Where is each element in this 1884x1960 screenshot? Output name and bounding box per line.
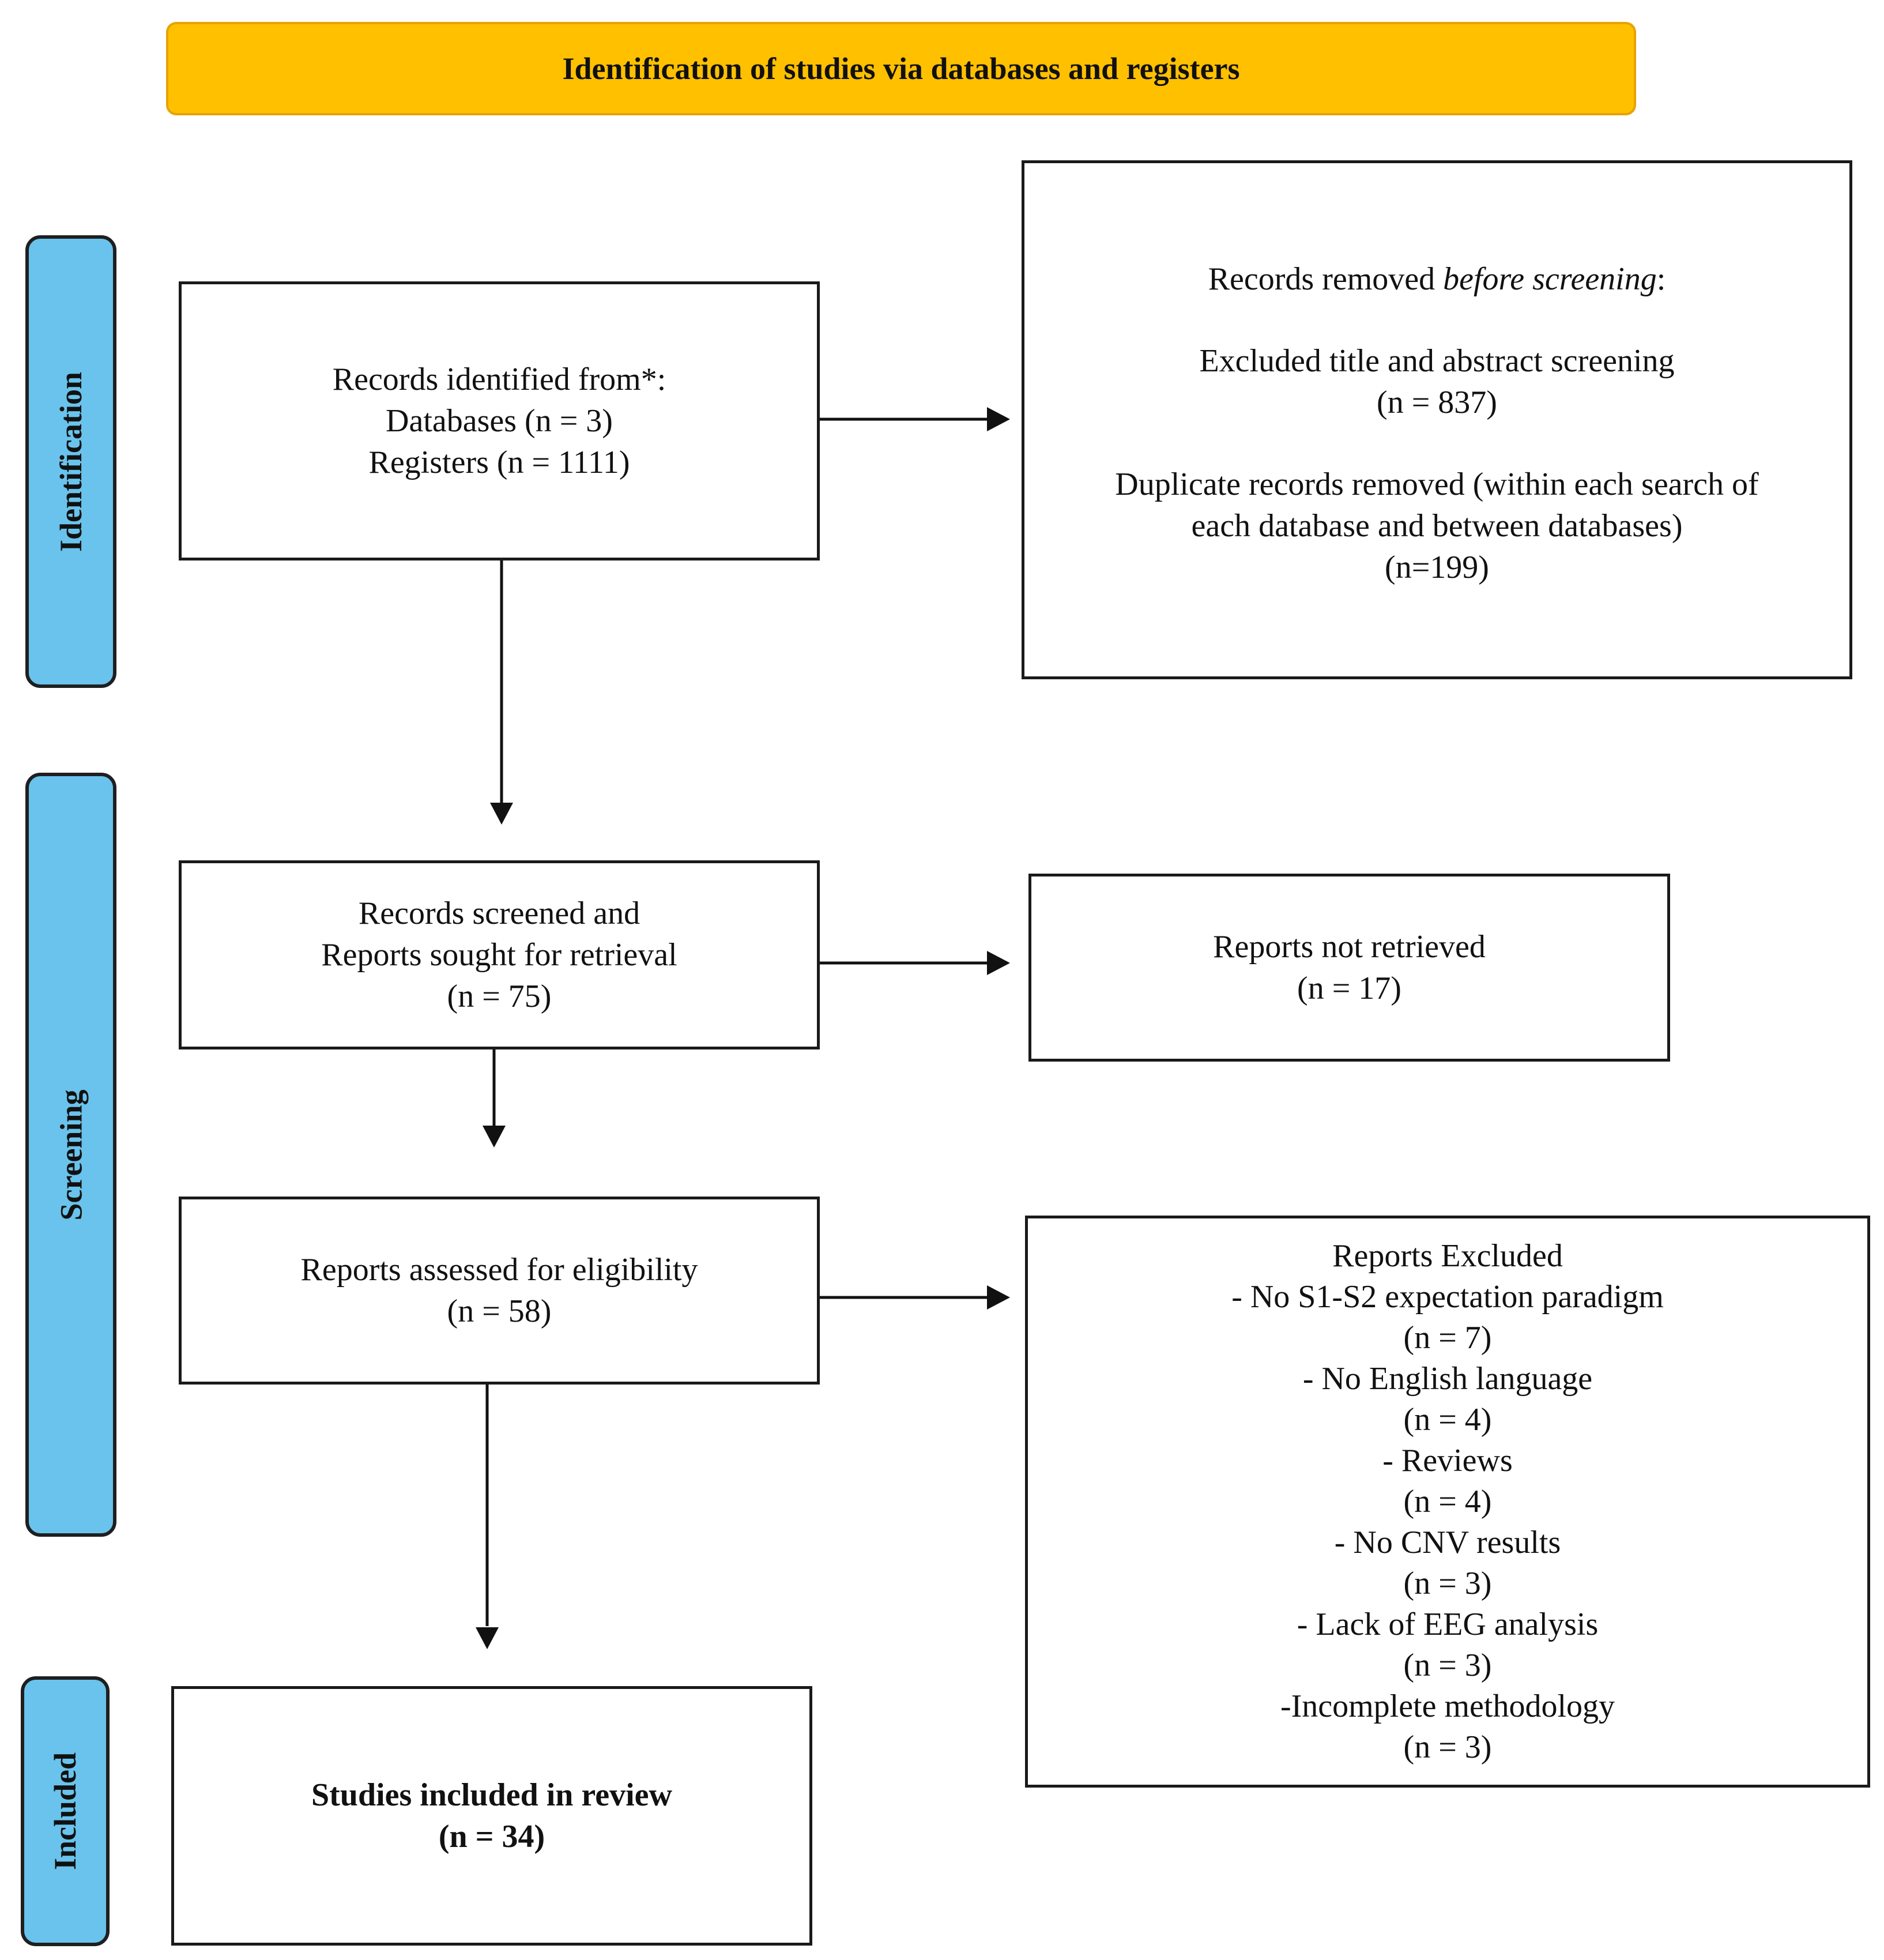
included-count: (n = 34) xyxy=(438,1819,545,1854)
excluded-count: (n = 4) xyxy=(1403,1401,1492,1438)
included-label: Studies included in review xyxy=(311,1777,672,1813)
not-retrieved-count: (n = 17) xyxy=(1297,970,1401,1006)
excluded-reason: - Lack of EEG analysis xyxy=(1297,1606,1599,1642)
phase-label-identification: Identification xyxy=(25,235,116,688)
records-removed-heading-italic: before screening xyxy=(1443,261,1657,297)
records-screened-line1: Records screened and xyxy=(358,896,640,931)
arrowhead xyxy=(987,407,1010,431)
duplicate-removed-count: (n=199) xyxy=(1385,550,1489,585)
excluded-count: (n = 3) xyxy=(1403,1647,1492,1683)
excluded-screening-count: (n = 837) xyxy=(1377,385,1497,420)
excluded-reason: - No CNV results xyxy=(1334,1524,1561,1560)
excluded-count: (n = 3) xyxy=(1403,1729,1492,1765)
excluded-reason: - No English language xyxy=(1302,1360,1593,1397)
arrowhead xyxy=(490,803,513,825)
duplicate-removed-line1: Duplicate records removed (within each s… xyxy=(1115,467,1759,502)
records-removed-heading-prefix: Records removed xyxy=(1208,261,1444,297)
records-screened-count: (n = 75) xyxy=(447,979,552,1014)
records-identified-line1: Records identified from*: xyxy=(332,362,666,397)
arrowhead xyxy=(987,1285,1010,1310)
records-removed-heading: Records removed before screening: xyxy=(1208,258,1666,300)
included-box: Studies included in review (n = 34) xyxy=(171,1686,812,1946)
assessed-count: (n = 58) xyxy=(447,1293,552,1329)
assessed-box: Reports assessed for eligibility (n = 58… xyxy=(179,1197,820,1385)
not-retrieved-box: Reports not retrieved (n = 17) xyxy=(1028,874,1670,1062)
duplicate-removed-line2: each database and between databases) xyxy=(1191,508,1683,544)
arrowhead xyxy=(476,1627,499,1649)
records-removed-box: Records removed before screening: Exclud… xyxy=(1022,160,1852,679)
registers-count: Registers (n = 1111) xyxy=(368,445,630,480)
databases-count: Databases (n = 3) xyxy=(386,403,613,439)
records-screened-box: Records screened and Reports sought for … xyxy=(179,860,820,1049)
arrowhead xyxy=(483,1126,506,1148)
arrowhead xyxy=(987,951,1010,975)
phase-label-screening: Screening xyxy=(25,773,116,1537)
records-identified-box: Records identified from*: Databases (n =… xyxy=(179,281,820,560)
excluded-count: (n = 7) xyxy=(1403,1319,1492,1356)
assessed-label: Reports assessed for eligibility xyxy=(300,1252,698,1288)
records-screened-line2: Reports sought for retrieval xyxy=(321,937,677,973)
flow-header: Identification of studies via databases … xyxy=(166,22,1636,115)
excluded-reason: - Reviews xyxy=(1382,1442,1513,1479)
phase-label-included: Included xyxy=(21,1676,110,1946)
flow-header-title: Identification of studies via databases … xyxy=(562,51,1240,86)
excluded-reason: - No S1-S2 expectation paradigm xyxy=(1231,1278,1664,1315)
excluded-reason: -Incomplete methodology xyxy=(1280,1688,1615,1724)
excluded-box: Reports Excluded - No S1-S2 expectation … xyxy=(1025,1216,1870,1788)
excluded-screening-label: Excluded title and abstract screening xyxy=(1199,343,1675,379)
records-removed-heading-suffix: : xyxy=(1656,261,1666,297)
excluded-heading: Reports Excluded xyxy=(1332,1237,1563,1274)
excluded-count: (n = 3) xyxy=(1403,1565,1492,1601)
not-retrieved-label: Reports not retrieved xyxy=(1213,929,1486,965)
excluded-count: (n = 4) xyxy=(1403,1483,1492,1519)
